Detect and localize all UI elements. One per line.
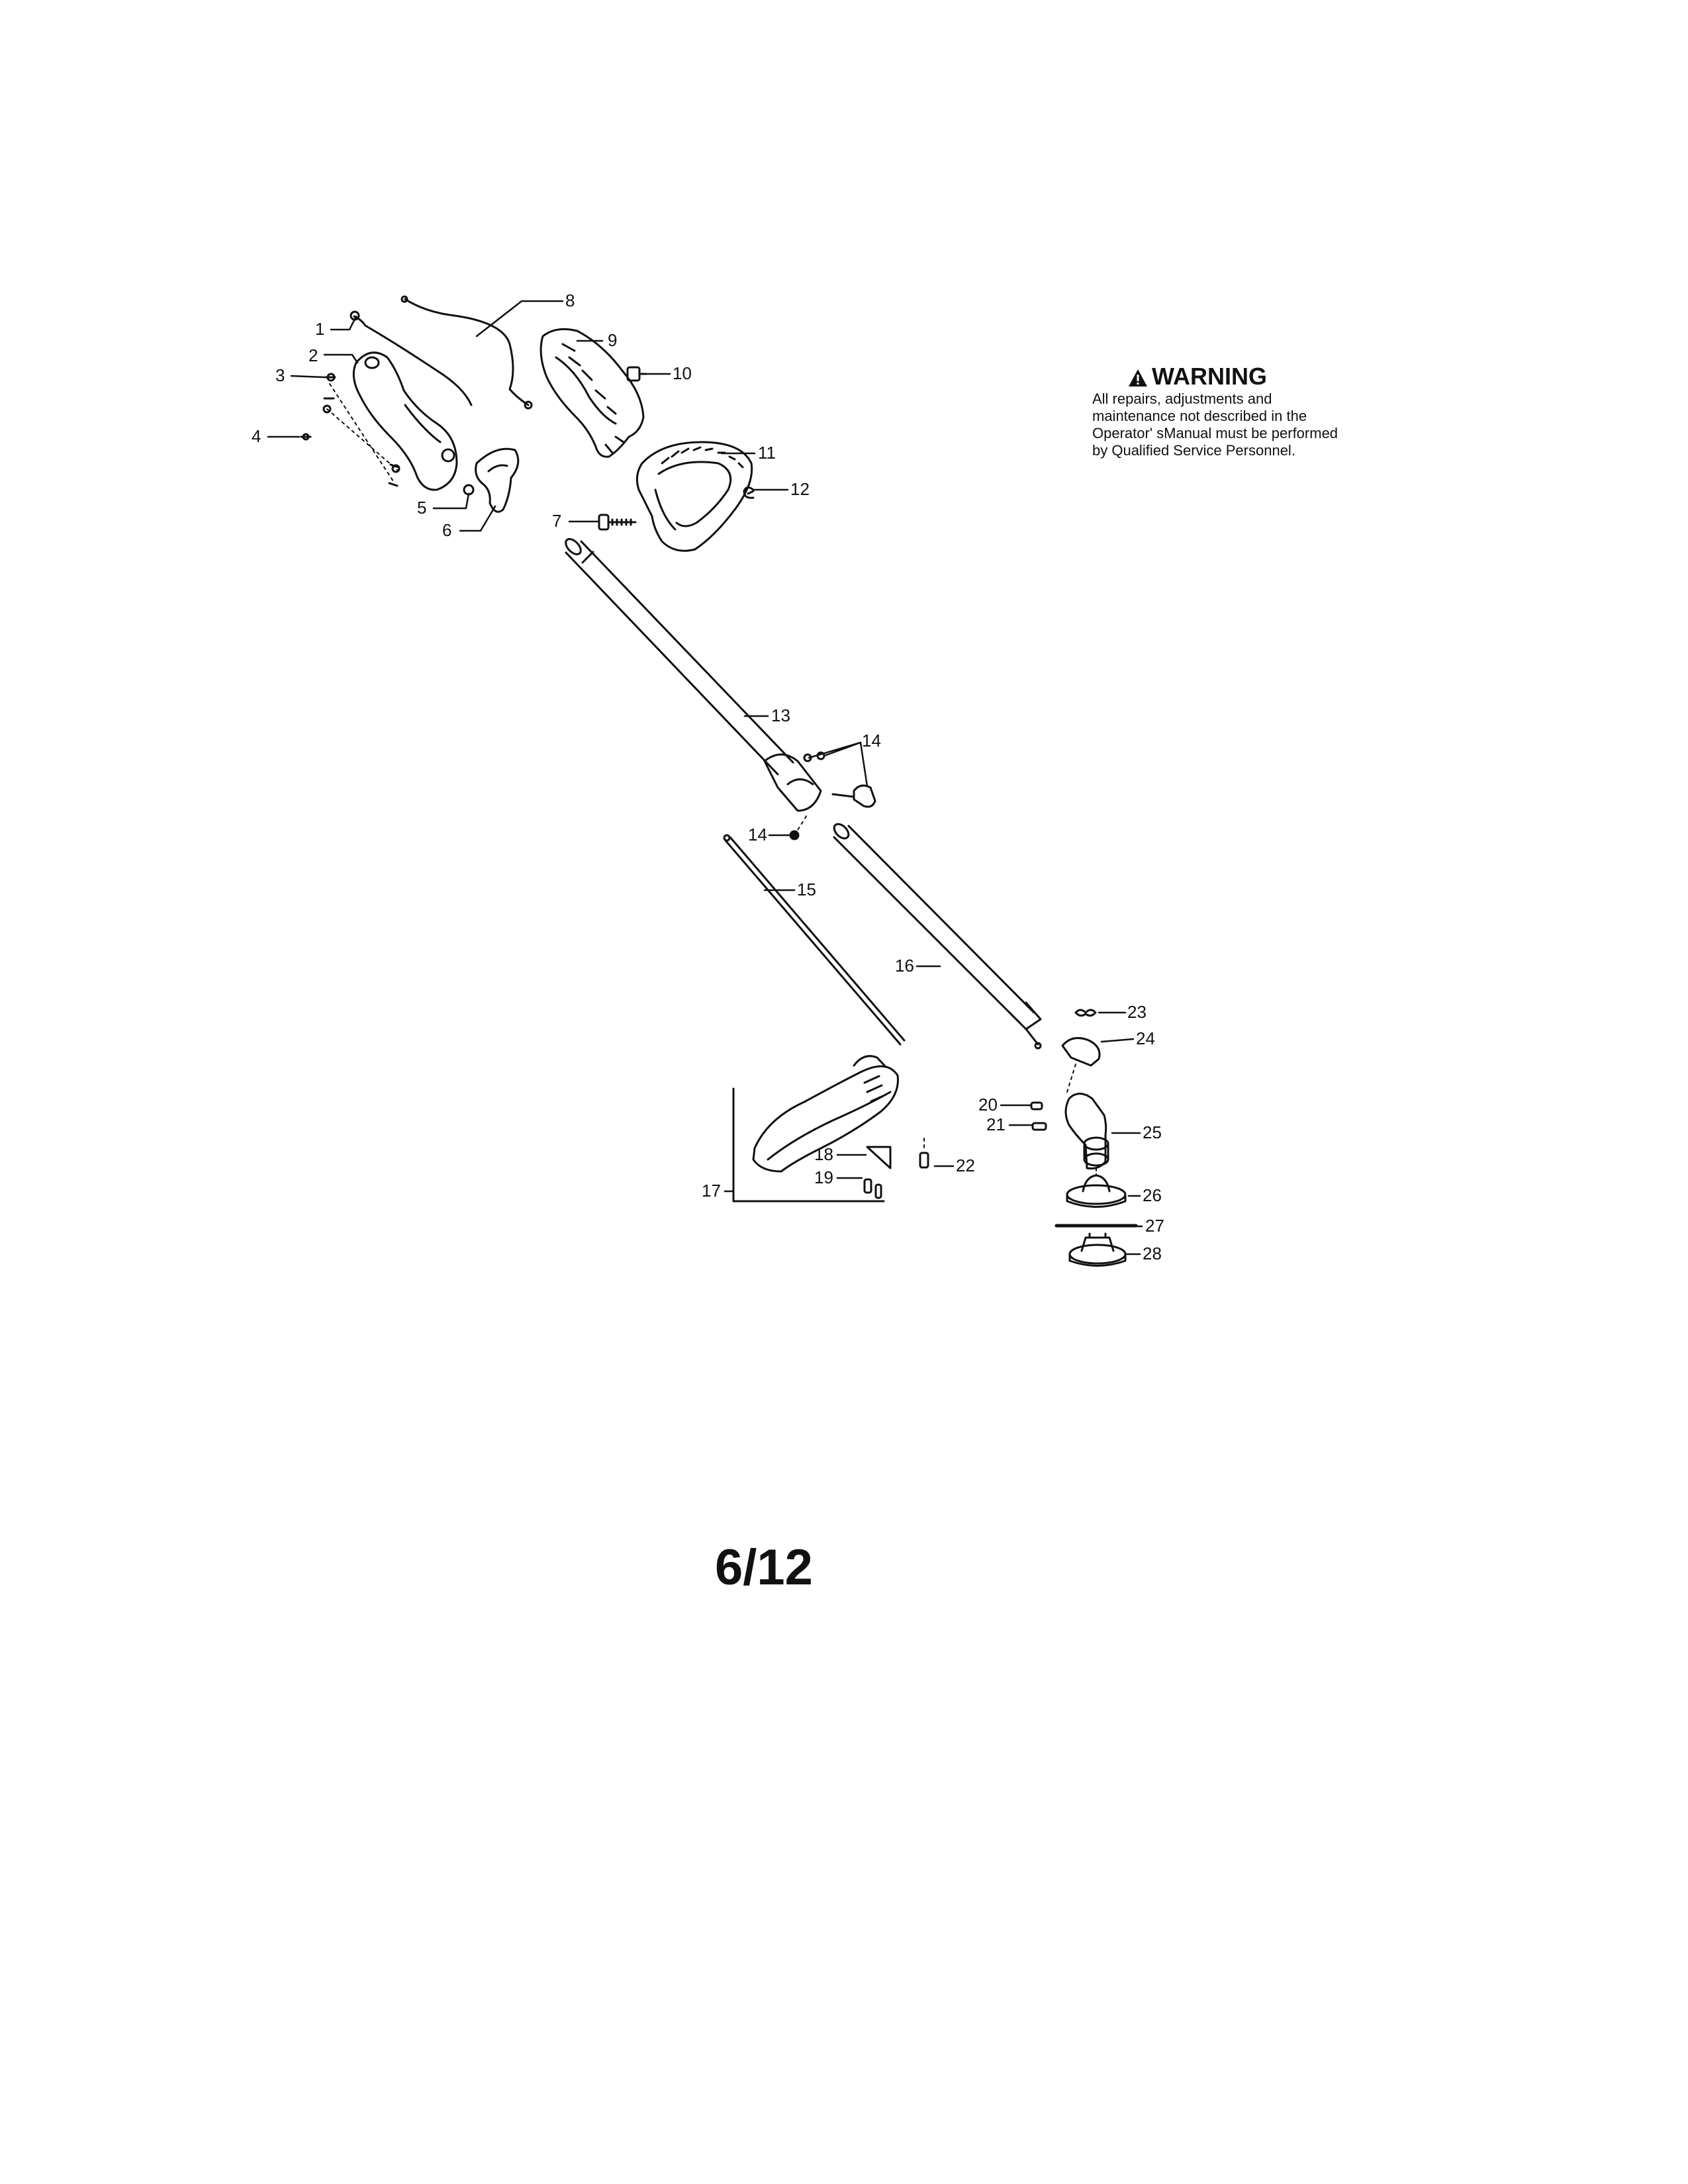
- leader-lines: [267, 300, 1143, 1255]
- callout-13: 13: [771, 705, 790, 725]
- warning-box: WARNING All repairs, adjustments and mai…: [1092, 364, 1350, 459]
- spool-housing-part: [1066, 1167, 1127, 1208]
- lower-shaft-part: [833, 823, 1042, 1050]
- bolt-part: [598, 514, 637, 531]
- callout-12: 12: [790, 479, 810, 499]
- callout-3: 3: [275, 365, 285, 385]
- callout-17: 17: [702, 1181, 721, 1201]
- page-number: 6/12: [715, 1539, 813, 1596]
- d-handle-part: [635, 441, 753, 552]
- callout-18: 18: [814, 1144, 833, 1164]
- callout-23: 23: [1127, 1002, 1147, 1022]
- warning-title: WARNING: [1128, 364, 1350, 389]
- guard-bolt-part: [919, 1138, 929, 1169]
- callout-7: 7: [552, 511, 561, 531]
- drive-shaft-part: [723, 834, 906, 1046]
- guard-frame-part: [732, 1087, 885, 1203]
- coupler-knob-part: [803, 751, 876, 808]
- warning-title-text: WARNING: [1152, 363, 1267, 390]
- throttle-trigger-part: [475, 447, 520, 513]
- callout-4: 4: [252, 426, 261, 446]
- callout-6: 6: [442, 520, 451, 540]
- wing-nut-part: [1074, 1009, 1097, 1017]
- guard-part: [752, 1055, 899, 1173]
- screws-part: [300, 373, 400, 487]
- callout-14-lower: 14: [748, 825, 767, 844]
- head-clamp-part: [1061, 1036, 1101, 1093]
- guard-screw-part: [863, 1178, 882, 1199]
- callout-11: 11: [758, 443, 776, 463]
- callout-14: 14: [862, 731, 881, 751]
- front-handle-housing-part: [539, 328, 645, 458]
- callout-8: 8: [565, 291, 575, 310]
- callout-19: 19: [814, 1167, 833, 1187]
- callout-24: 24: [1136, 1028, 1155, 1048]
- nut-part: [626, 366, 647, 382]
- coupler-nut-part: [789, 813, 808, 841]
- callout-20: 20: [978, 1095, 998, 1115]
- callout-labels: 1 2 3 4 5 6 7 8 9 10 11 12 13 14 14 15 1…: [252, 291, 1164, 1263]
- callout-1: 1: [315, 319, 324, 339]
- upper-shaft-part: [565, 537, 822, 812]
- gearhead-part: [1064, 1093, 1109, 1169]
- callout-2: 2: [308, 345, 318, 365]
- guard-blade-part: [866, 1146, 892, 1169]
- warning-triangle-icon: [1129, 369, 1147, 387]
- callout-10: 10: [673, 363, 692, 383]
- warning-text: All repairs, adjustments and maintenance…: [1092, 390, 1338, 459]
- rear-handle-housing-part: [352, 351, 458, 491]
- callout-21: 21: [986, 1115, 1006, 1134]
- callout-5: 5: [417, 498, 426, 518]
- head-screw-part: [1030, 1101, 1047, 1131]
- callout-26: 26: [1143, 1185, 1162, 1205]
- callout-15: 15: [797, 880, 816, 899]
- callout-16: 16: [895, 956, 914, 976]
- callout-9: 9: [608, 330, 617, 350]
- callout-28: 28: [1143, 1244, 1162, 1263]
- callout-25: 25: [1143, 1122, 1162, 1142]
- spool-knob-part: [1068, 1232, 1127, 1267]
- callout-22: 22: [956, 1156, 975, 1175]
- clip-part: [743, 486, 755, 499]
- callout-27: 27: [1145, 1216, 1164, 1236]
- throttle-cable-part: [400, 295, 533, 410]
